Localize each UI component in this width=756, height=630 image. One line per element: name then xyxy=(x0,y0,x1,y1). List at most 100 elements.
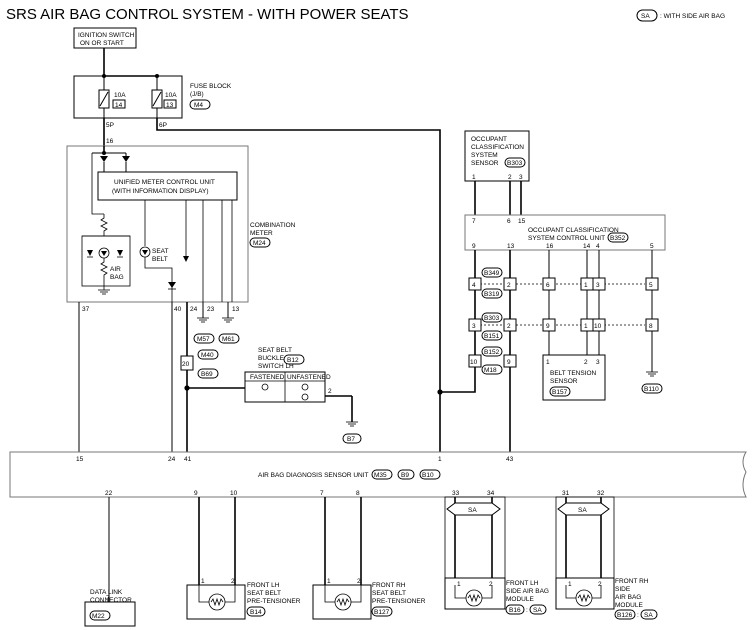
dsu-pin-41: 41 xyxy=(184,456,192,463)
dsu-pin-22: 22 xyxy=(105,490,113,497)
occ-ctrl-pin-9: 9 xyxy=(472,243,476,250)
legend-badge: SA xyxy=(641,13,650,20)
fuse-block: 10A 14 10A 13 FUSE BLOCK (J/B) M4 5P 6P xyxy=(73,74,232,129)
row2-pin-f: 8 xyxy=(649,323,653,330)
dsu-conn-m35: M35 xyxy=(374,472,387,479)
conn-b151: B151 xyxy=(484,333,500,340)
dsu-pin-33: 33 xyxy=(452,490,460,497)
legend-text: : WITH SIDE AIR BAG xyxy=(660,13,725,20)
occ-ctrl-pin-16: 16 xyxy=(546,243,554,250)
dsu-pin-31: 31 xyxy=(562,490,570,497)
buckle-connector: B12 xyxy=(287,357,299,364)
meter-pin-13: 13 xyxy=(232,306,240,313)
sab-rh-badge: SA xyxy=(644,612,653,619)
sab-lh-line1: FRONT LH xyxy=(506,580,539,587)
sa-badge-lh-label: SA xyxy=(468,507,477,514)
dlc-line2: CONNECTOR xyxy=(90,597,132,604)
pt-lh-connector: B14 xyxy=(250,609,262,616)
dsu-conn-b10: B10 xyxy=(422,472,434,479)
pt-rh-line1: FRONT RH xyxy=(372,582,406,589)
pt-rh-line3: PRE-TENSIONER xyxy=(372,598,426,605)
pt-rh-line2: SEAT BELT xyxy=(372,590,406,597)
occupant-sensor: OCCUPANT CLASSIFICATION SYSTEM SENSOR B3… xyxy=(464,130,530,182)
occ-ctrl-connector: B352 xyxy=(610,235,626,242)
ground-b110-label: B110 xyxy=(644,386,659,393)
pt-lh-line2: SEAT BELT xyxy=(247,590,281,597)
row2-pin-b: 2 xyxy=(507,323,511,330)
dsu-pin-34: 34 xyxy=(487,490,495,497)
buckle-unfastened: UNFASTENED xyxy=(287,374,331,381)
dsu-pin-32: 32 xyxy=(597,490,605,497)
airbag-lamp-line2: BAG xyxy=(110,274,124,281)
pretensioner-lh: 1 2 FRONT LH SEAT BELT PRE-TENSIONER B14 xyxy=(186,578,301,620)
bts-pin-1: 1 xyxy=(546,359,550,366)
occ-ctrl-line1: OCCUPANT CLASSIFICATION xyxy=(528,227,619,234)
buckle-fastened: FASTENED xyxy=(250,374,285,381)
buckle-line3: SWITCH LH xyxy=(258,363,294,370)
dlc-line1: DATA LINK xyxy=(90,589,123,596)
occ-sensor-line4: SENSOR xyxy=(471,160,499,167)
occupant-control-unit: 7 6 15 OCCUPANT CLASSIFICATION SYSTEM CO… xyxy=(464,214,666,251)
sab-rh-pin-1: 1 xyxy=(568,581,572,588)
conn-b303: B303 xyxy=(484,315,500,322)
dsu-pin-43: 43 xyxy=(506,456,514,463)
sa-badge-lh: SA xyxy=(446,502,501,516)
joint-conn-b69: B69 xyxy=(201,371,213,378)
dsu-pin-1: 1 xyxy=(438,456,442,463)
sab-rh-line1: FRONT RH xyxy=(615,578,649,585)
meter-unit-line2: (WITH INFORMATION DISPLAY) xyxy=(112,188,209,195)
bts-line2: SENSOR xyxy=(550,378,578,385)
joint-conn-m40: M40 xyxy=(201,352,214,359)
ignition-line2: ON OR START xyxy=(80,40,124,47)
dsu-pin-15: 15 xyxy=(76,456,84,463)
occ-ctrl-pin-6: 6 xyxy=(507,218,511,225)
fuse-a-amp: 10A xyxy=(114,92,126,99)
sab-rh-pin-2: 2 xyxy=(598,581,602,588)
side-airbag-rh: 1 2 FRONT RH SIDE AIR BAG MODULE B126 : … xyxy=(555,577,658,620)
meter-pin-23: 23 xyxy=(207,306,215,313)
occ-ctrl-pin-7: 7 xyxy=(472,218,476,225)
bts-connector: B157 xyxy=(552,389,568,396)
row2-pin-a: 3 xyxy=(472,323,476,330)
meter-pin-37: 37 xyxy=(82,306,90,313)
pt-rh-connector: B127 xyxy=(374,609,390,616)
occ-sensor-pin-2: 2 xyxy=(508,174,512,181)
meter-pin-40: 40 xyxy=(174,306,182,313)
occ-sensor-line2: CLASSIFICATION xyxy=(471,144,524,151)
sab-rh-line2: SIDE xyxy=(615,586,631,593)
buckle-pin-2: 2 xyxy=(328,388,332,395)
pt-lh-pin-1: 1 xyxy=(201,578,205,585)
row1-pin-b: 2 xyxy=(507,282,511,289)
sab-rh-line4: MODULE xyxy=(615,602,643,609)
sab-lh-line2: SIDE AIR BAG xyxy=(506,588,549,595)
inline-connectors: B349 B319 B303 B151 B152 M18 4 2 6 1 3 5… xyxy=(468,267,659,375)
sab-lh-connector: B16 xyxy=(509,607,521,614)
sab-lh-line3: MODULE xyxy=(506,596,534,603)
ignition-switch: IGNITION SWITCH ON OR START xyxy=(73,27,137,49)
buckle-switch: SEAT BELT BUCKLE SWITCH LH B12 FASTENED … xyxy=(244,347,362,444)
pt-rh-pin-2: 2 xyxy=(357,578,361,585)
ground-b110: B110 xyxy=(641,371,663,394)
data-link-connector: 7 DATA LINK CONNECTOR M22 xyxy=(84,589,136,627)
fuse-block-line2: (J/B) xyxy=(190,91,204,98)
conn-b319: B319 xyxy=(484,291,500,298)
airbag-lamp-line1: AIR xyxy=(110,266,121,273)
fuse-b-amp: 10A xyxy=(165,92,177,99)
buckle-line1: SEAT BELT xyxy=(258,347,292,354)
occ-sensor-pin-3: 3 xyxy=(519,174,523,181)
dsu-pin-9: 9 xyxy=(194,490,198,497)
fuse-pin-5p: 5P xyxy=(106,122,114,129)
row1-pin-d: 1 xyxy=(584,282,588,289)
row2-pin-c: 9 xyxy=(546,323,550,330)
occ-ctrl-pin-13: 13 xyxy=(507,243,515,250)
meter-pin-16: 16 xyxy=(106,138,114,145)
dsu-pin-10: 10 xyxy=(230,490,238,497)
sa-badge-rh: SA xyxy=(557,502,610,516)
sab-lh-badge: SA xyxy=(533,607,542,614)
joint-pin: 20 xyxy=(182,361,190,368)
pretensioner-rh: 1 2 FRONT RH SEAT BELT PRE-TENSIONER B12… xyxy=(312,578,426,620)
occ-ctrl-pin-4: 4 xyxy=(596,243,600,250)
pt-lh-pin-2: 2 xyxy=(231,578,235,585)
occ-sensor-line1: OCCUPANT xyxy=(471,136,507,143)
